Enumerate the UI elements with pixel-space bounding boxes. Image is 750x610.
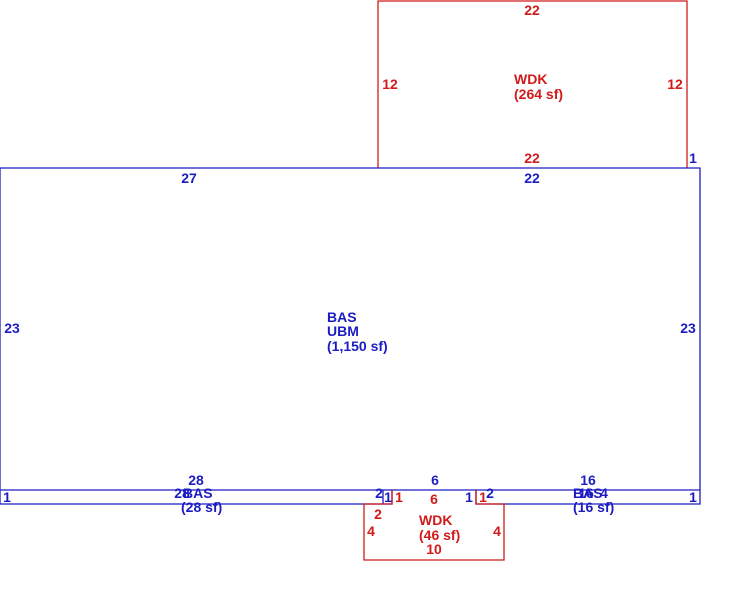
lower-deck-code: WDK — [419, 512, 452, 528]
right-strip-area-size: (16 sf) — [573, 499, 614, 515]
notch-right-outer-dim: 1 — [465, 489, 473, 505]
left-strip-bottom-dim: 28 — [174, 485, 190, 501]
lower-deck-area[interactable] — [363, 490, 505, 561]
left-strip-left-dim: 1 — [3, 489, 11, 505]
upper-deck-left-dim: 12 — [382, 76, 398, 92]
main-left-dim: 23 — [4, 320, 20, 336]
left-strip-code: BAS — [183, 485, 213, 501]
upper-deck-outline — [377, 0, 688, 168]
right-strip-bottom-dim: 16 — [578, 485, 594, 501]
right-strip-right-dim: 1 — [689, 489, 697, 505]
notch-left-inner-dim: 1 — [395, 489, 403, 505]
lower-deck-area-size: (46 sf) — [419, 527, 460, 543]
upper-deck-area-size: (264 sf) — [514, 86, 563, 102]
lower-deck-outline — [363, 490, 505, 561]
notch-right-inner-dim: 2 — [486, 485, 494, 501]
main-area-code: BAS — [327, 309, 357, 325]
upper-deck-code: WDK — [514, 71, 547, 87]
notch-top-dim: 6 — [431, 472, 439, 488]
main-top-left-dim: 27 — [181, 170, 197, 186]
right-strip-top-dim: 16 — [580, 472, 596, 488]
lower-deck-right-inner-dim: 1 — [479, 489, 487, 505]
right-strip-inner-dim: 4 — [600, 485, 608, 501]
lower-deck-left-dim: 4 — [367, 523, 375, 539]
lower-deck-left-step-dim: 2 — [374, 506, 382, 522]
upper-deck-area[interactable] — [377, 0, 688, 168]
lower-deck-top-dim: 6 — [430, 491, 438, 507]
right-strip-code: BAS — [573, 485, 603, 501]
main-top-right-dim: 22 — [524, 170, 540, 186]
upper-deck-top-dim: 22 — [524, 2, 540, 18]
main-area-size: (1,150 sf) — [327, 338, 388, 354]
left-strip-right-dim: 1 — [384, 489, 392, 505]
lower-deck-right-dim: 4 — [493, 523, 501, 539]
left-strip-top-dim: 28 — [188, 472, 204, 488]
upper-deck-right-dim: 12 — [667, 76, 683, 92]
upper-deck-bottom-dim: 22 — [524, 150, 540, 166]
left-strip-inner-dim: 2 — [375, 485, 383, 501]
main-right-dim: 23 — [680, 320, 696, 336]
lower-deck-bottom-dim: 10 — [426, 541, 442, 557]
main-step-dim: 1 — [689, 150, 697, 166]
left-strip-area-size: (28 sf) — [181, 499, 222, 515]
main-area-subcode: UBM — [327, 323, 359, 339]
